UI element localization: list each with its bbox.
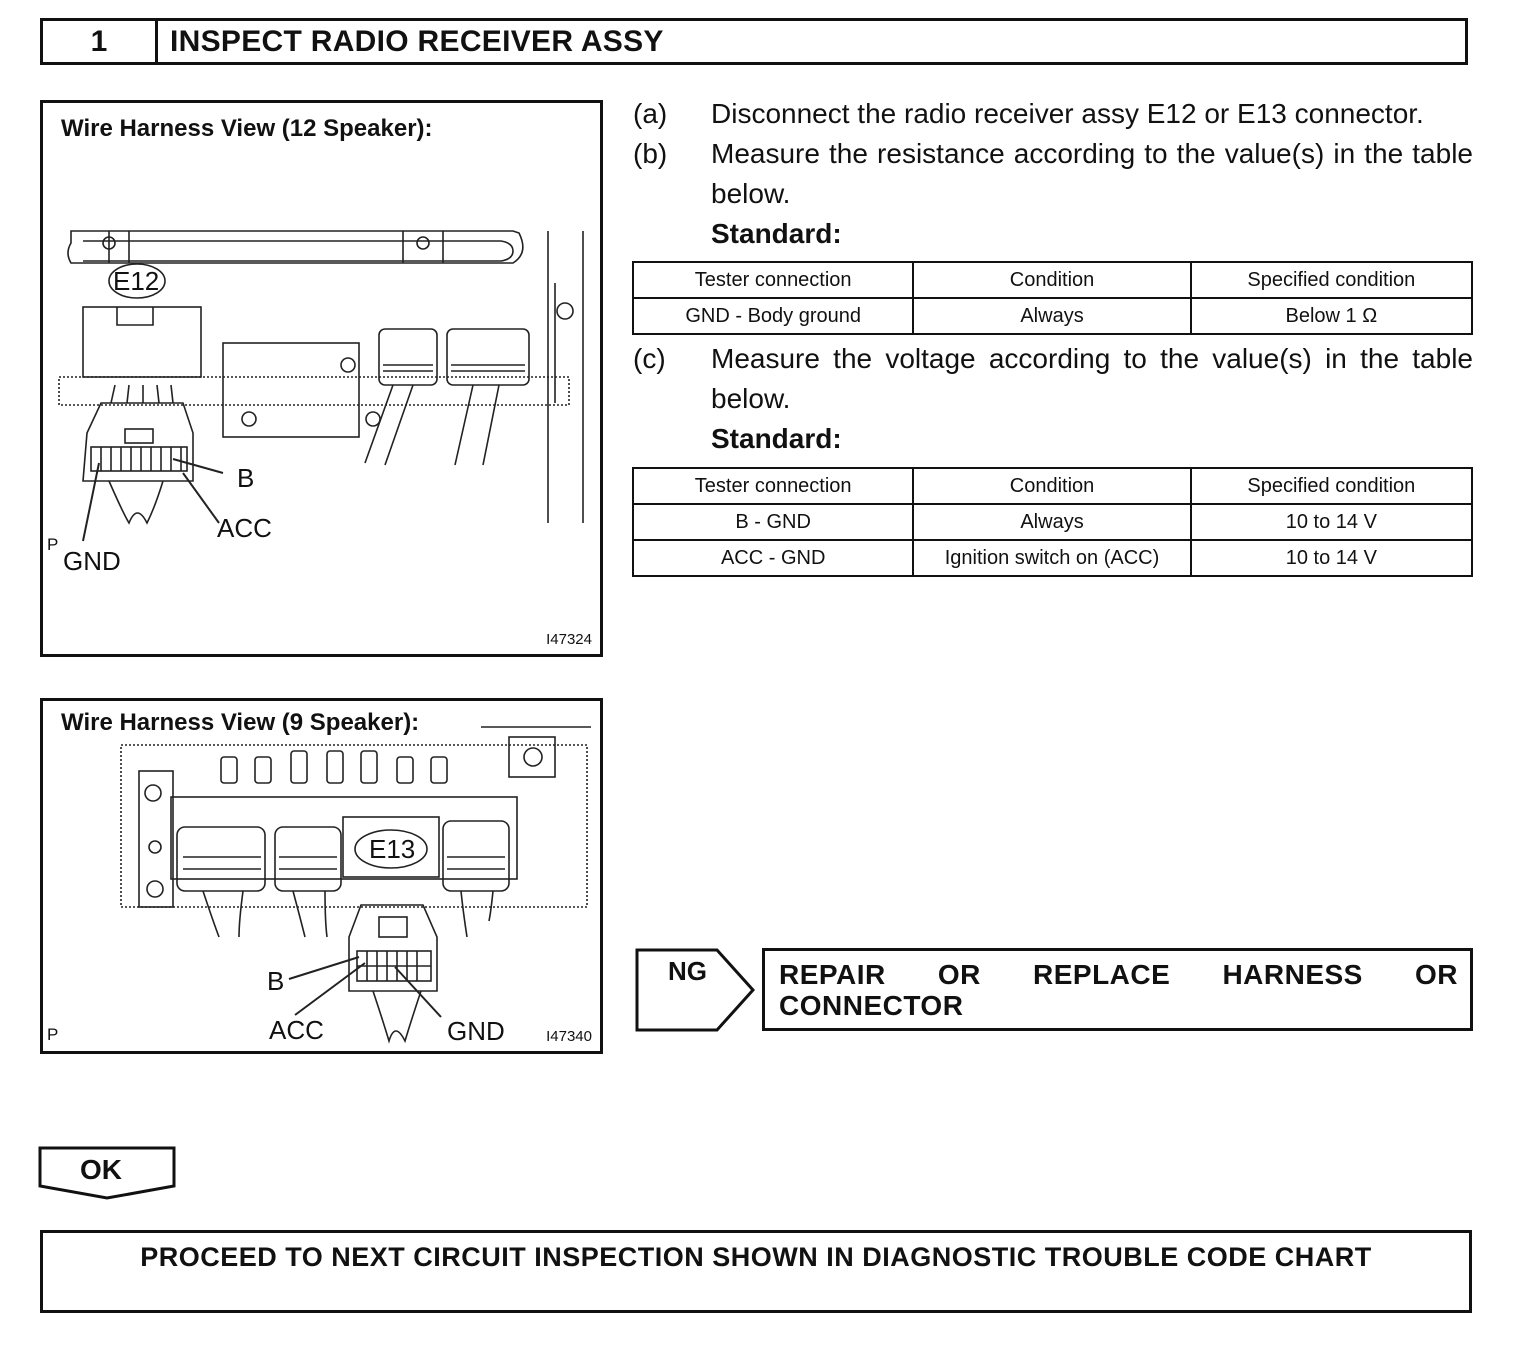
table-cell: B - GND <box>631 503 915 541</box>
table-cell: GND - Body ground <box>631 297 915 335</box>
column-header: Specified condition <box>1189 467 1474 505</box>
figure-code: I47340 <box>546 1028 592 1045</box>
table-cell: Always <box>912 297 1192 335</box>
instructions-c: (c) Measure the voltage according to the… <box>633 339 1473 459</box>
callout-gnd: GND <box>63 546 121 576</box>
callout-b: B <box>237 463 255 493</box>
callout-gnd: GND <box>447 1016 505 1046</box>
ng-word: OR <box>1415 959 1458 990</box>
step-header: 1 INSPECT RADIO RECEIVER ASSY <box>40 18 1468 65</box>
column-header: Tester connection <box>631 467 915 505</box>
ng-label: NG <box>668 956 707 986</box>
resistance-spec-table: Tester connection Condition Specified co… <box>631 261 1474 335</box>
ng-action-box: REPAIR OR REPLACE HARNESS OR CONNECTOR <box>762 948 1473 1031</box>
ng-action-line1: REPAIR OR REPLACE HARNESS OR <box>779 959 1458 990</box>
callout-acc: ACC <box>217 513 272 543</box>
table-cell: Always <box>912 503 1192 541</box>
voltage-spec-table: Tester connection Condition Specified co… <box>631 467 1474 577</box>
column-header: Condition <box>912 467 1192 505</box>
instruction-text: Measure the resistance according to the … <box>711 138 1473 209</box>
column-header: Tester connection <box>631 261 915 299</box>
table-cell: 10 to 14 V <box>1189 539 1474 577</box>
figure-code: I47324 <box>546 631 592 648</box>
standard-label: Standard: <box>711 218 842 249</box>
table-cell: ACC - GND <box>631 539 915 577</box>
ng-word: REPAIR <box>779 959 886 990</box>
table-cell: Below 1 Ω <box>1189 297 1474 335</box>
ng-word: OR <box>937 959 981 990</box>
ok-arrow-icon <box>38 1146 176 1200</box>
ng-word: HARNESS <box>1222 959 1363 990</box>
table-header-row: Tester connection Condition Specified co… <box>631 467 1474 505</box>
figure-marker-p: P <box>47 535 59 554</box>
ng-word: REPLACE <box>1033 959 1171 990</box>
instruction-a: (a) Disconnect the radio receiver assy E… <box>633 94 1473 134</box>
table-row: B - GND Always 10 to 14 V <box>631 503 1474 541</box>
ok-action-box: PROCEED TO NEXT CIRCUIT INSPECTION SHOWN… <box>40 1230 1472 1313</box>
table-cell: 10 to 14 V <box>1189 503 1474 541</box>
ng-arrow-icon <box>635 948 756 1032</box>
standard-label: Standard: <box>711 423 842 454</box>
wire-harness-figure-12-speaker: Wire Harness View (12 Speaker): E12 B AC… <box>40 100 603 657</box>
instructions-ab: (a) Disconnect the radio receiver assy E… <box>633 94 1473 254</box>
table-cell: Ignition switch on (ACC) <box>912 539 1192 577</box>
figure-marker-p: P <box>47 1025 59 1044</box>
connector-label-e13: E13 <box>369 834 416 864</box>
figure-title: Wire Harness View (12 Speaker): <box>61 115 433 142</box>
instruction-letter: (b) <box>633 138 668 169</box>
step-title: INSPECT RADIO RECEIVER ASSY <box>170 24 664 58</box>
table-row: GND - Body ground Always Below 1 Ω <box>631 297 1474 335</box>
instruction-c: (c) Measure the voltage according to the… <box>633 339 1473 419</box>
callout-b: B <box>267 966 285 996</box>
radio-receiver-illustration-e13 <box>120 726 591 1044</box>
table-row: ACC - GND Ignition switch on (ACC) 10 to… <box>631 539 1474 577</box>
column-header: Condition <box>912 261 1192 299</box>
instruction-text: Measure the voltage according to the val… <box>711 343 1473 414</box>
ng-action-line2: CONNECTOR <box>779 990 964 1021</box>
wire-harness-figure-9-speaker: Wire Harness View (9 Speaker): E13 B ACC… <box>40 698 603 1054</box>
instruction-b: (b) Measure the resistance according to … <box>633 134 1473 214</box>
radio-receiver-illustration-e12 <box>58 230 584 542</box>
instruction-text: Disconnect the radio receiver assy E12 o… <box>711 98 1424 129</box>
instruction-letter: (a) <box>633 98 668 129</box>
connector-label-e12: E12 <box>113 266 160 296</box>
instruction-letter: (c) <box>633 343 666 374</box>
callout-acc: ACC <box>269 1015 324 1045</box>
column-header: Specified condition <box>1189 261 1474 299</box>
ok-label: OK <box>80 1154 122 1185</box>
figure-title: Wire Harness View (9 Speaker): <box>61 709 420 736</box>
table-header-row: Tester connection Condition Specified co… <box>631 261 1474 299</box>
step-number: 1 <box>43 21 158 62</box>
